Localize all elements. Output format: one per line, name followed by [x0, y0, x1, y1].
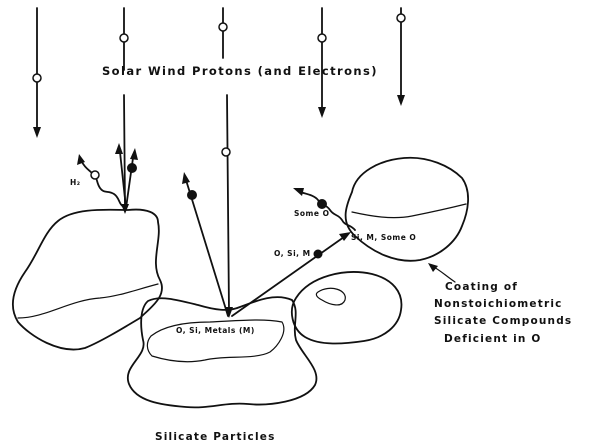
silicate-particles-label: Silicate Particles [155, 431, 276, 443]
emitted-particles: H₂ O, Si, M Some O [70, 143, 355, 316]
coating-label-line1: Coating of [445, 281, 518, 293]
particle-right-middle [292, 272, 402, 343]
si-m-some-o-label: Si, M, Some O [351, 233, 416, 242]
silicate-particles [13, 158, 468, 408]
impacting-proton-arrows [121, 95, 233, 318]
particle-upper-right [346, 158, 469, 261]
particle-center [128, 297, 317, 407]
proton-arrow [318, 8, 326, 118]
coating-label-line3: Silicate Compounds [434, 315, 572, 327]
proton-arrow [397, 8, 405, 106]
h2-label: H₂ [70, 178, 81, 187]
proton-arrow [33, 8, 41, 138]
proton-arrow [120, 8, 128, 70]
coating-label-line4: Deficient in O [444, 333, 542, 345]
o-si-metals-label: O, Si, Metals (M) [176, 326, 255, 335]
proton-arrow [219, 8, 227, 58]
some-o-label: Some O [294, 209, 329, 218]
particle-left [13, 210, 162, 350]
o-si-m-label: O, Si, M [274, 249, 311, 258]
protons-title: Solar Wind Protons (and Electrons) [102, 64, 378, 78]
coating-label-line2: Nonstoichiometric [434, 298, 563, 310]
